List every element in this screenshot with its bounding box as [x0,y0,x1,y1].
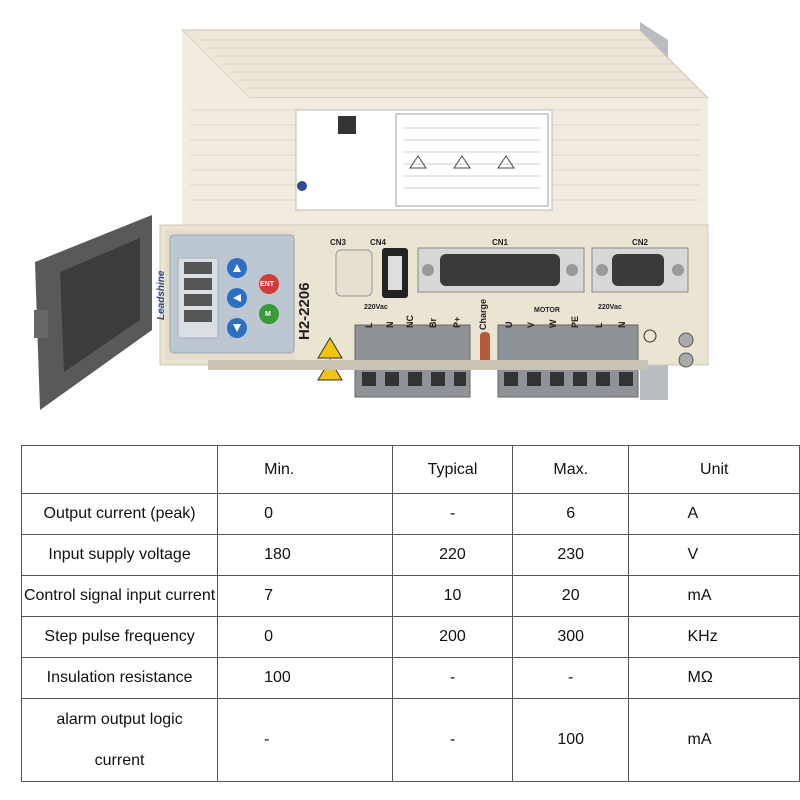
connector-label-cn3: CN3 [330,238,347,247]
brand-label: Leadshine [156,270,167,320]
min-cell: 180 [217,534,394,576]
header-cell-param [20,445,219,494]
connector-label-cn2: CN2 [632,238,649,247]
terminal-l: L [364,322,374,329]
connector-label-cn1: CN1 [492,238,509,247]
servo-drive-illustration [34,22,710,410]
min-cell: 0 [217,616,394,658]
max-cell: 100 [511,698,630,782]
power-right-label: 220Vac [598,304,622,311]
terminal-pe: PE [570,315,580,328]
terminal-u: U [504,321,514,329]
unit-cell: KHz [628,616,800,658]
terminal-l2: L [594,322,604,329]
terminal-br: Br [428,317,438,328]
max-cell: - [511,657,630,699]
param-line-2: current [94,752,145,769]
table-row: Step pulse frequency 0 200 300 KHz [20,616,800,658]
typical-cell: 200 [392,616,513,658]
typical-cell: 10 [392,575,513,617]
table-row: Control signal input current 7 10 20 mA [20,575,800,617]
typical-cell: - [392,698,513,782]
header-cell-typical: Typical [392,445,513,494]
charge-label: Charge [478,298,488,330]
unit-cell: A [628,493,800,535]
header-cell-min: Min. [217,445,394,494]
spec-table: Min. Typical Max. Unit Output current (p… [20,445,800,782]
typical-cell: - [392,493,513,535]
max-cell: 230 [511,534,630,576]
unit-cell: mA [628,575,800,617]
terminal-v: V [526,321,536,328]
terminal-n2: N [617,321,627,329]
max-cell: 20 [511,575,630,617]
terminal-w: W [548,319,558,329]
typical-cell: 220 [392,534,513,576]
product-photo: CN3 CN4 CN1 CN2 H2-2206 Leadshine 220Vac… [34,22,710,410]
max-cell: 300 [511,616,630,658]
power-left-label: 220Vac [364,304,388,311]
table-row: Input supply voltage 180 220 230 V [20,534,800,576]
model-label: H2-2206 [296,282,313,340]
ent-key-label: ENT [260,281,274,288]
table-row: alarm output logic current - - 100 mA [20,698,800,782]
header-cell-max: Max. [511,445,630,494]
table-header-row: Min. Typical Max. Unit [20,445,800,494]
unit-cell: V [628,534,800,576]
terminal-p-plus: P+ [452,316,462,328]
unit-cell: mA [628,698,800,782]
max-cell: 6 [511,493,630,535]
param-cell: Control signal input current [20,575,219,617]
typical-cell: - [392,657,513,699]
header-cell-unit: Unit [628,445,800,494]
param-cell: Insulation resistance [20,657,219,699]
param-cell: Input supply voltage [20,534,219,576]
min-cell: - [217,698,394,782]
param-cell: alarm output logic current [20,698,219,782]
motor-label: MOTOR [534,307,560,314]
min-cell: 0 [217,493,394,535]
min-cell: 100 [217,657,394,699]
terminal-n: N [385,321,395,329]
m-key-label: M [265,311,271,318]
terminal-nc: NC [405,315,415,328]
param-cell: Step pulse frequency [20,616,219,658]
table-row: Insulation resistance 100 - - MΩ [20,657,800,699]
connector-label-cn4: CN4 [370,238,387,247]
param-cell: Output current (peak) [20,493,219,535]
param-line-1: alarm output logic [56,711,183,728]
table-row: Output current (peak) 0 - 6 A [20,493,800,535]
unit-cell: MΩ [628,657,800,699]
min-cell: 7 [217,575,394,617]
